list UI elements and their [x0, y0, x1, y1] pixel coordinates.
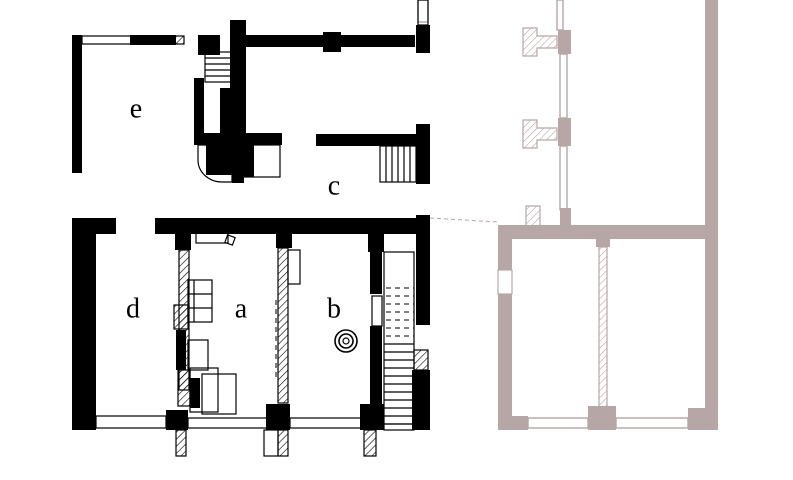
room-label-b: b — [327, 293, 341, 324]
adjacent-building — [417, 0, 718, 430]
room-label-a: a — [235, 293, 248, 324]
room-label-d: d — [126, 293, 140, 324]
staircase-right — [379, 145, 417, 183]
room-label-c: c — [328, 170, 340, 201]
main-building — [72, 0, 430, 457]
room-label-e: e — [130, 93, 142, 124]
round-column — [334, 329, 358, 353]
staircase-main — [383, 251, 415, 425]
staircase-upper — [204, 51, 232, 83]
